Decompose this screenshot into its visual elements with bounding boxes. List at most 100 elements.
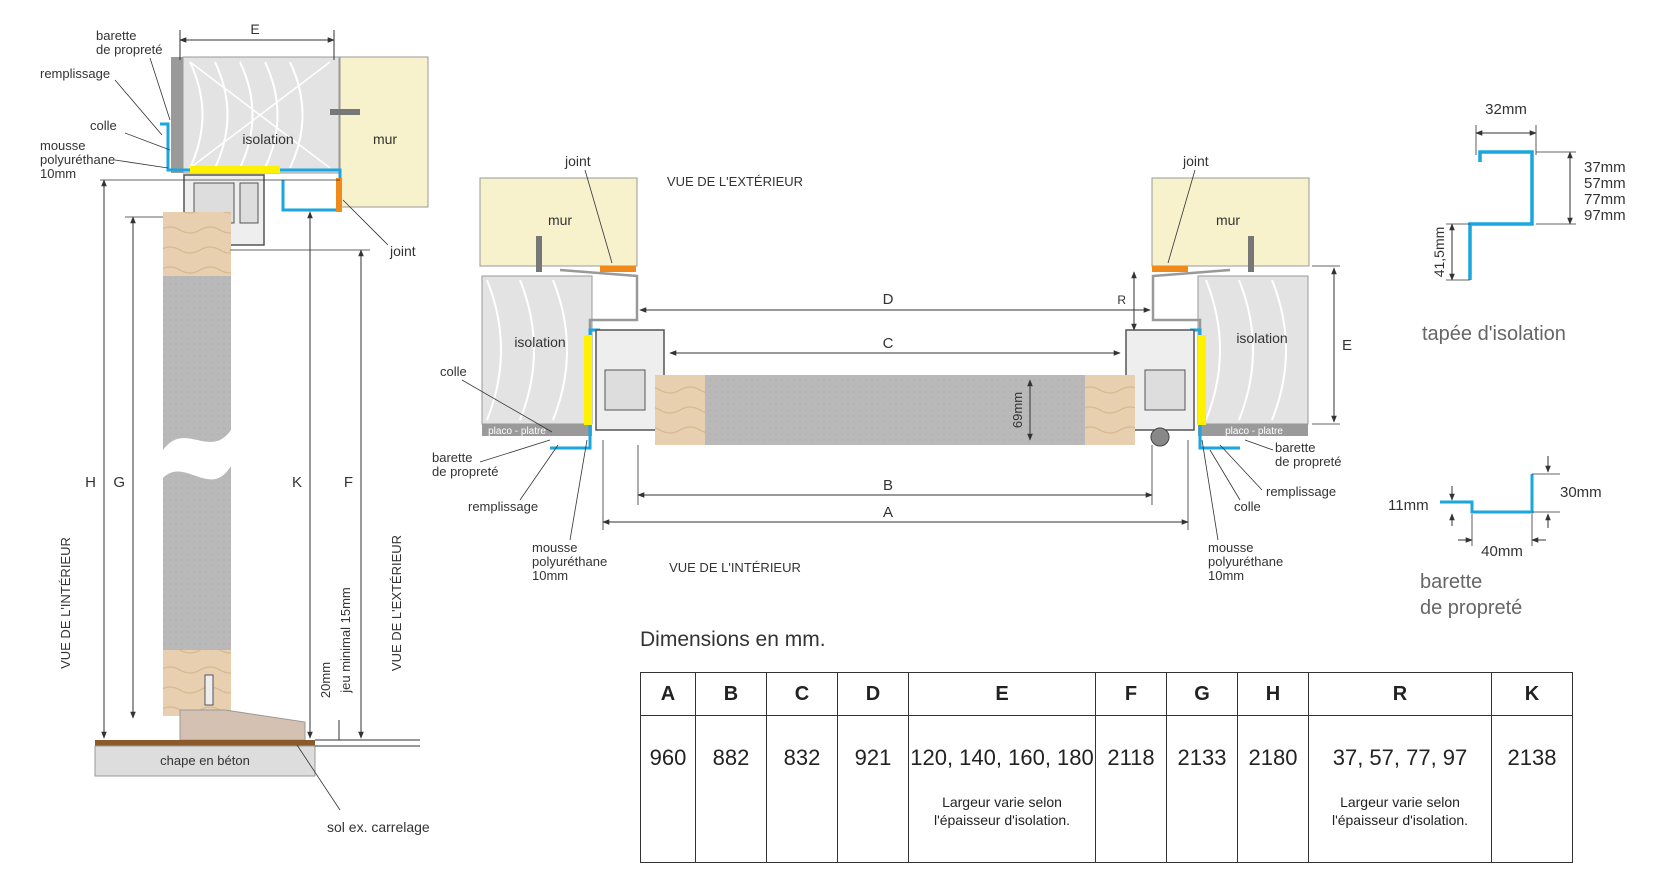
note-R-line1: Largeur varie selon [1340, 794, 1460, 810]
mousse-label-right1: mousse [1208, 540, 1254, 555]
dim-A: A [883, 504, 893, 521]
dim-H: H [85, 474, 96, 491]
chape-label: chape en béton [160, 753, 250, 768]
value-A-cell: 960 [640, 715, 696, 863]
barette-profile [1440, 474, 1534, 514]
table-value-row: 960 882 832 921 120, 140, 160, 180 Large… [640, 715, 1573, 863]
mousse-label-left2: polyuréthane [532, 554, 607, 569]
mur-label-right: mur [1216, 212, 1240, 228]
value-B-cell: 882 [695, 715, 767, 863]
dim-G: G [113, 474, 125, 491]
joint-label-left: joint [564, 153, 591, 169]
isolation-label-left: isolation [514, 334, 565, 350]
barette-label-right2: de propreté [1275, 454, 1342, 469]
jeu-minimal-label: jeu minimal 15mm [338, 587, 353, 693]
tapee-size-37: 37mm [1584, 159, 1626, 176]
mousse-label-left3: 10mm [532, 568, 568, 583]
tapee-profile [1468, 150, 1534, 280]
tapee-size-57: 57mm [1584, 175, 1626, 192]
vue-interieur-label: VUE DE L'INTÉRIEUR [669, 560, 801, 575]
value-K: 2138 [1507, 745, 1557, 770]
value-C-cell: 832 [766, 715, 838, 863]
mousse-label-right3: 10mm [1208, 568, 1244, 583]
mousse-label-v1: mousse [40, 138, 86, 153]
value-K-cell: 2138 [1491, 715, 1573, 863]
barette-h1-label: 11mm [1388, 497, 1429, 514]
barette-label-right1: barette [1275, 440, 1315, 455]
isolation-label-v: isolation [242, 131, 293, 147]
header-R: R [1308, 672, 1492, 716]
placo-label-right: placo - platre [1225, 426, 1283, 437]
mousse-label-left1: mousse [532, 540, 578, 555]
barette-detail: 11mm 30mm 40mm barette de propreté [1388, 456, 1602, 619]
header-B: B [695, 672, 767, 716]
placo-strip-vertical [171, 57, 183, 173]
barette-w-label: 40mm [1481, 543, 1523, 560]
value-B: 882 [712, 745, 750, 770]
dim-C: C [883, 335, 894, 352]
20mm-label: 20mm [318, 662, 333, 698]
vue-interieur-vertical: VUE DE L'INTÉRIEUR [58, 537, 73, 669]
dimensions-table: A B C D E F G H R K 960 882 832 921 120,… [640, 672, 1573, 863]
value-D: 921 [854, 745, 892, 770]
wall-block-vertical [339, 56, 429, 208]
header-G: G [1166, 672, 1238, 716]
value-F-cell: 2118 [1095, 715, 1167, 863]
value-F: 2118 [1107, 745, 1155, 770]
barette-label-v1: barette [96, 28, 136, 43]
vue-exterieur-label: VUE DE L'EXTÉRIEUR [667, 174, 803, 189]
remplissage-label-v: remplissage [40, 66, 110, 81]
table-header-row: A B C D E F G H R K [640, 672, 1573, 716]
dim-R: R [1117, 293, 1126, 307]
dim-B: B [883, 477, 893, 494]
tapee-height-label: 41,5mm [1431, 227, 1447, 278]
barette-title-2: de propreté [1420, 597, 1522, 619]
table-caption: Dimensions en mm. [640, 628, 826, 651]
note-E-line1: Largeur varie selon [942, 794, 1062, 810]
header-F: F [1095, 672, 1167, 716]
value-H-cell: 2180 [1237, 715, 1309, 863]
69mm-label: 69mm [1010, 392, 1025, 428]
remplissage-label-right: remplissage [1266, 484, 1336, 499]
header-A: A [640, 672, 696, 716]
joint-label-right: joint [1182, 153, 1209, 169]
wall-left [479, 177, 638, 267]
dim-F: F [344, 474, 353, 491]
dim-E-plan: E [1342, 337, 1352, 354]
mousse-label-v3: 10mm [40, 166, 76, 181]
remplissage-label-left: remplissage [468, 499, 538, 514]
colle-label-v: colle [90, 118, 117, 133]
vue-exterieur-vertical: VUE DE L'EXTÉRIEUR [389, 535, 404, 671]
header-C: C [766, 672, 838, 716]
value-E-cell: 120, 140, 160, 180 Largeur varie selon l… [908, 715, 1096, 863]
joint-label-v: joint [389, 243, 416, 259]
tapee-size-97: 97mm [1584, 207, 1626, 224]
header-E: E [908, 672, 1096, 716]
header-D: D [837, 672, 909, 716]
wall-right [1151, 177, 1310, 267]
barette-label-left2: de propreté [432, 464, 499, 479]
value-A: 960 [649, 745, 687, 770]
tapee-size-77: 77mm [1584, 191, 1626, 208]
header-K: K [1491, 672, 1573, 716]
isolation-left [481, 275, 593, 425]
tapee-isolation-detail: 32mm 37mm 57mm 77mm 97mm 41,5mm tapée d'… [1422, 101, 1626, 345]
colle-label-left: colle [440, 364, 467, 379]
value-R: 37, 57, 77, 97 [1332, 745, 1468, 770]
value-R-cell: 37, 57, 77, 97 Largeur varie selon l'épa… [1308, 715, 1492, 863]
barette-title-1: barette [1420, 571, 1482, 593]
barette-label-left1: barette [432, 450, 472, 465]
isolation-label-right: isolation [1236, 330, 1287, 346]
colle-label-right: colle [1234, 499, 1261, 514]
placo-label-left: placo - platre [488, 426, 546, 437]
tapee-width-label: 32mm [1485, 101, 1527, 118]
value-D-cell: 921 [837, 715, 909, 863]
note-R-line2: l'épaisseur d'isolation. [1331, 812, 1469, 828]
barette-h2-label: 30mm [1560, 484, 1602, 501]
value-E: 120, 140, 160, 180 [910, 745, 1094, 770]
dim-D: D [883, 291, 894, 308]
value-H: 2180 [1248, 745, 1298, 770]
mousse-label-v2: polyuréthane [40, 152, 115, 167]
value-G: 2133 [1177, 745, 1227, 770]
